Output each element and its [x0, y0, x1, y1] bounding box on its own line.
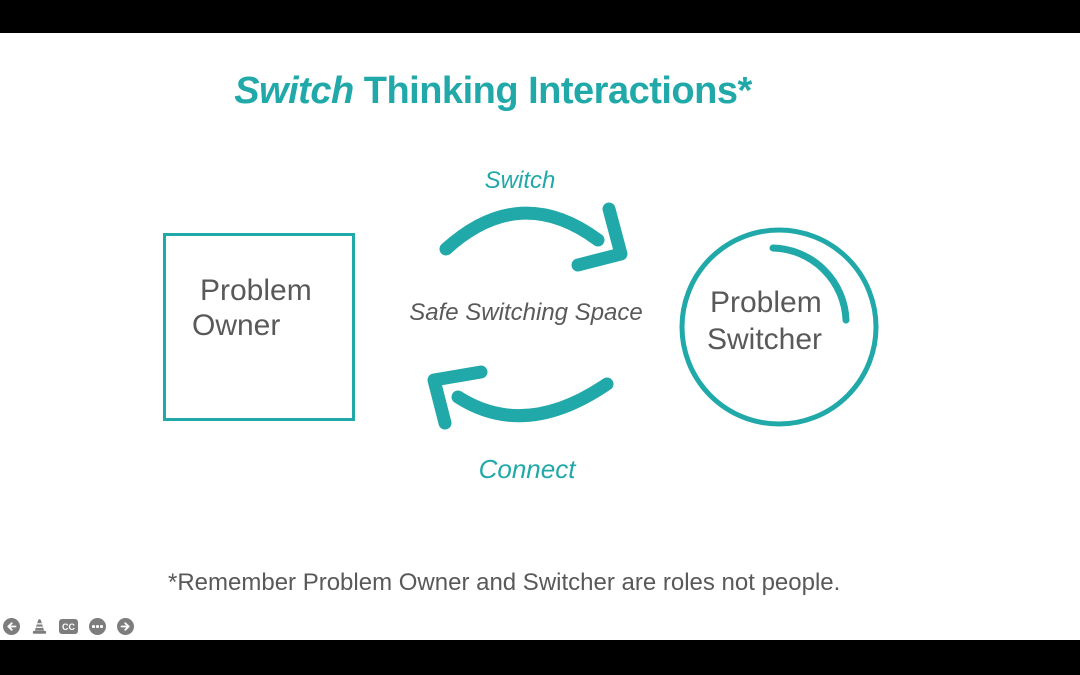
problem-owner-label-line1: Problem [200, 274, 312, 307]
switch-arrow-curve [439, 206, 605, 256]
switch-arrowhead [571, 202, 628, 272]
problem-switcher-label-line1: Problem [710, 286, 822, 319]
letterbox-bottom [0, 640, 1080, 675]
title-emphasis: Switch [234, 70, 354, 112]
forward-button[interactable] [117, 618, 134, 635]
letterbox-top [0, 0, 1080, 33]
problem-owner-box [163, 233, 355, 421]
connect-arrowhead [427, 365, 488, 430]
connect-arrow-label: Connect [478, 454, 576, 484]
back-button[interactable] [3, 618, 20, 635]
forward-arrow-icon [120, 622, 130, 631]
vlc-cone-button[interactable] [31, 618, 48, 635]
connect-arrow-curve [451, 377, 614, 423]
slide-title: Switch Thinking Interactions* [234, 70, 753, 113]
slide-canvas: Switch Thinking Interactions* Problem Ow… [0, 33, 1080, 640]
title-rest: Thinking Interactions* [353, 70, 753, 112]
problem-switcher-label-line2: Switcher [707, 323, 823, 356]
back-arrow-icon [7, 622, 17, 631]
more-options-button[interactable] [89, 618, 106, 635]
interaction-diagram [427, 202, 879, 430]
switcher-inner-arc [769, 244, 850, 324]
problem-switcher-circle [679, 227, 879, 427]
closed-captions-button[interactable]: CC [59, 619, 78, 634]
ellipsis-icon [92, 625, 103, 628]
vlc-cone-icon [32, 619, 47, 634]
problem-owner-label-line2: Owner [192, 309, 281, 342]
slide-footnote: *Remember Problem Owner and Switcher are… [168, 569, 841, 596]
switch-arrow-label: Switch [484, 167, 556, 194]
player-controls: CC [3, 618, 134, 635]
safe-switching-space-label: Safe Switching Space [409, 299, 643, 326]
